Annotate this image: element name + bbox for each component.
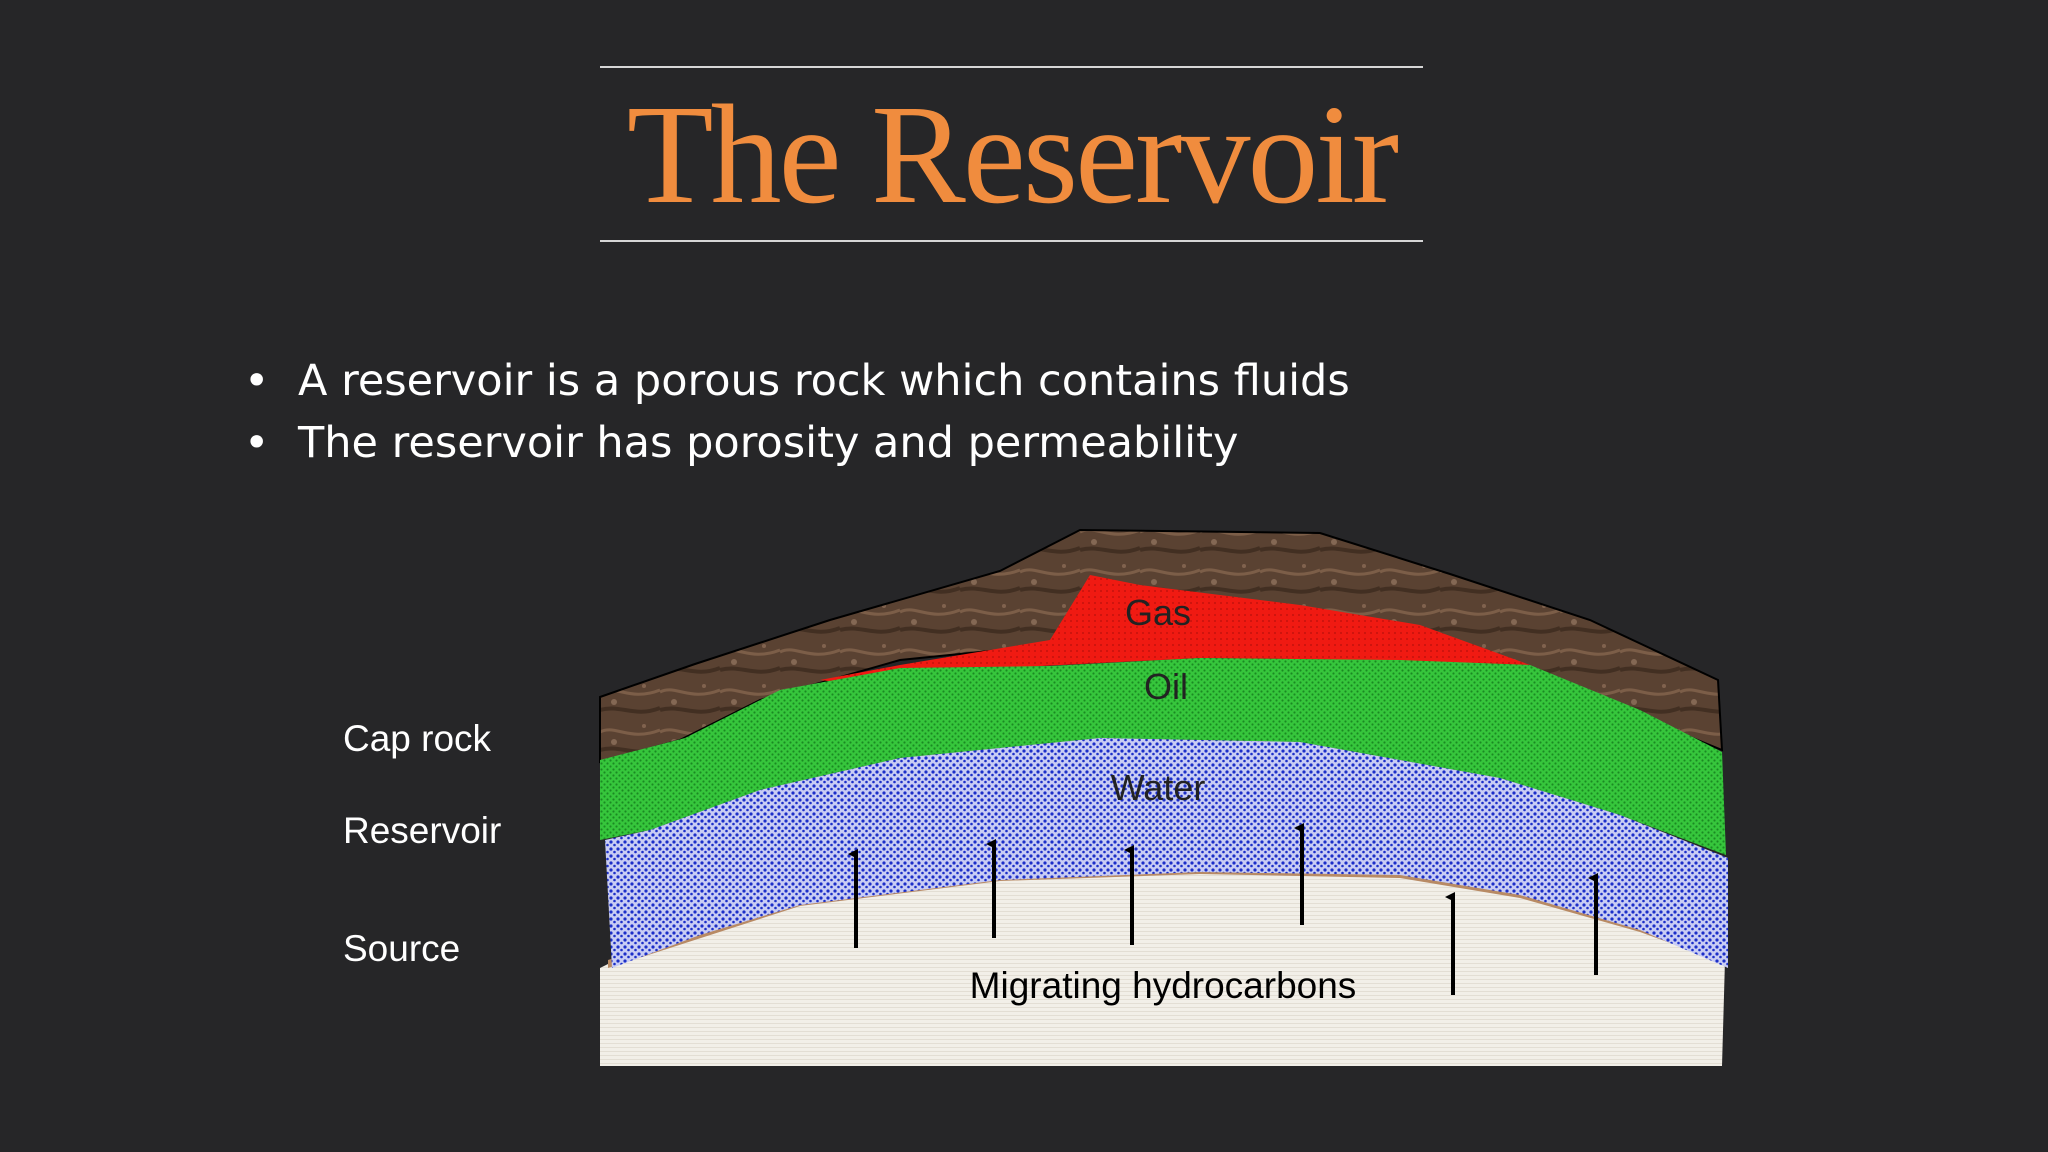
water-layer: [605, 738, 1728, 968]
cap-rock-label: Cap rock: [343, 718, 492, 759]
gas-label: Gas: [1125, 592, 1191, 633]
bullet-text: A reservoir is a porous rock which conta…: [298, 356, 1350, 406]
bullet-item: • A reservoir is a porous rock which con…: [236, 350, 1350, 412]
bullet-marker: •: [244, 356, 270, 406]
bullet-text: The reservoir has porosity and permeabil…: [298, 418, 1239, 468]
bullet-marker: •: [244, 418, 270, 468]
cap-rock-layer: [599, 528, 1724, 764]
bullet-item: • The reservoir has porosity and permeab…: [236, 412, 1350, 474]
bullet-list: • A reservoir is a porous rock which con…: [236, 350, 1350, 474]
title-rule-top: [600, 66, 1423, 68]
migrating-hydrocarbons-label: Migrating hydrocarbons: [970, 965, 1357, 1006]
reservoir-label: Reservoir: [343, 810, 502, 851]
gas-layer: [820, 575, 1530, 685]
oil-label: Oil: [1144, 666, 1188, 707]
title-rule-bottom: [600, 240, 1423, 242]
source-label: Source: [343, 928, 461, 969]
source-rock-layer: [600, 872, 1725, 1066]
slide-title: The Reservoir: [626, 75, 1399, 233]
water-label: Water: [1111, 767, 1206, 808]
oil-layer: [600, 658, 1726, 855]
